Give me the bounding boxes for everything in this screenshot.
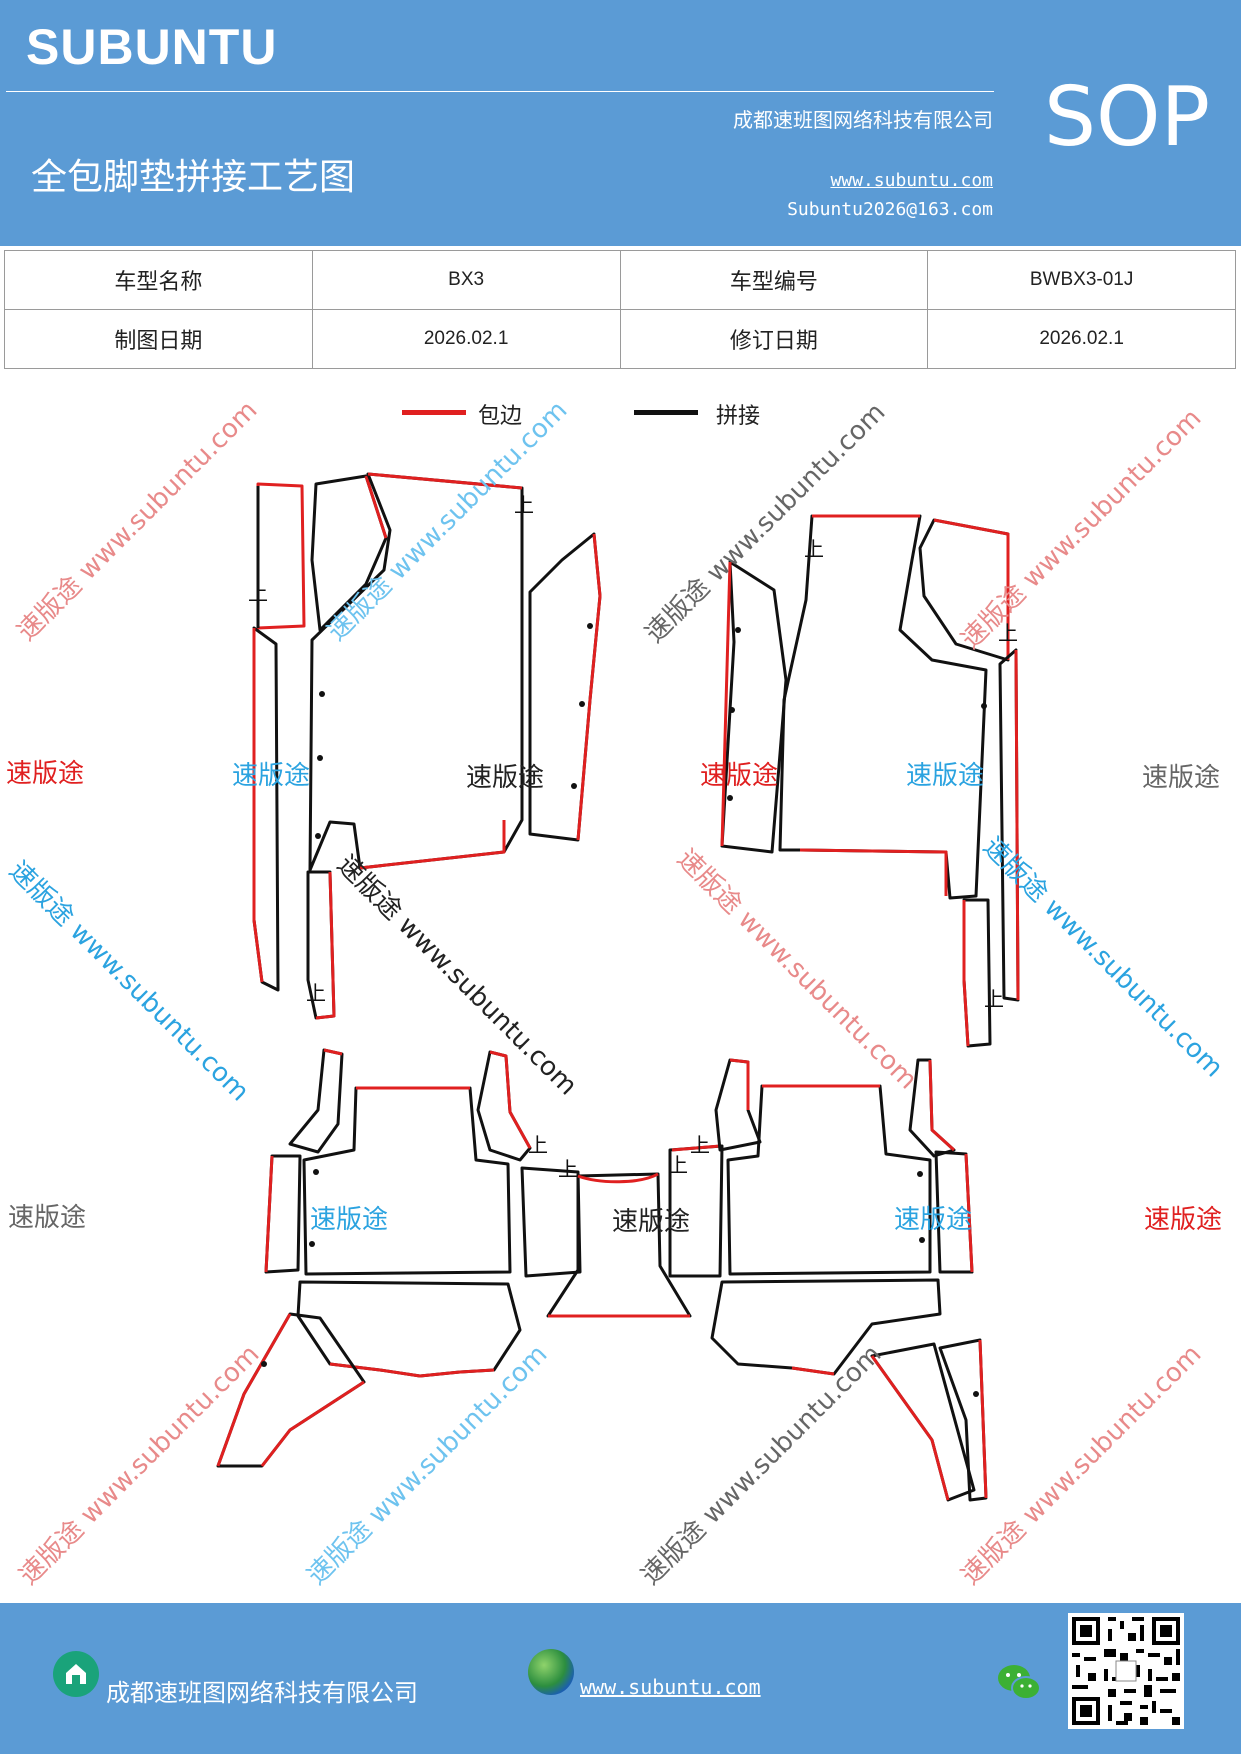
up-mark: 上	[528, 1133, 548, 1157]
mat-piece	[308, 472, 524, 872]
watermark-text: 速版途 www.subuntu.com	[322, 395, 574, 647]
up-mark: 上	[248, 581, 268, 605]
up-mark: 上	[804, 537, 824, 561]
watermark-text: 速版途 www.subuntu.com	[3, 856, 255, 1108]
watermark-text: 速版途 www.subuntu.com	[636, 1339, 888, 1590]
label-cell: 制图日期	[4, 309, 313, 369]
value-cell: BWBX3-01J	[927, 250, 1236, 310]
watermark-text: 速版途	[612, 1207, 690, 1237]
header-banner: SUBUNTU 成都速班图网络科技有限公司 全包脚垫拼接工艺图 www.subu…	[0, 0, 1241, 246]
sop-badge: SOP	[1044, 70, 1211, 165]
legend-swatch	[402, 410, 466, 415]
header-divider	[6, 91, 994, 92]
legend-swatch	[634, 410, 698, 415]
mat-piece	[710, 1278, 942, 1376]
legend-label: 包边	[478, 404, 523, 429]
up-mark: 上	[514, 493, 534, 517]
globe-icon	[528, 1649, 574, 1695]
watermark-text: 速版途 www.subuntu.com	[302, 1339, 554, 1590]
mat-piece	[528, 532, 602, 842]
company-name: 成都速班图网络科技有限公司	[733, 108, 993, 132]
table-row: 车型名称 BX3 车型编号 BWBX3-01J	[4, 250, 1236, 310]
mat-piece	[476, 1050, 532, 1162]
mat-piece	[288, 1048, 344, 1154]
logo: SUBUNTU	[26, 19, 278, 75]
watermark-text: 速版途 www.subuntu.com	[12, 395, 264, 647]
watermark-text: 速版途	[1144, 1205, 1222, 1235]
legend-label: 拼接	[716, 404, 761, 429]
mat-piece	[870, 1342, 976, 1502]
mat-piece	[216, 1312, 366, 1468]
watermark-diagonal-layer-2: 速版途 www.subuntu.com 速版途 www.subuntu.com …	[3, 832, 1229, 1108]
label-cell: 车型编号	[619, 250, 929, 310]
mat-piece	[726, 1084, 932, 1276]
up-mark: 上	[690, 1133, 710, 1157]
document-title: 全包脚垫拼接工艺图	[31, 157, 356, 198]
watermark-text: 速版途	[906, 761, 984, 791]
mat-piece	[520, 1166, 582, 1278]
watermark-text: 速版途	[894, 1205, 972, 1235]
watermark-text: 速版途 www.subuntu.com	[640, 397, 892, 649]
table-row: 制图日期 2026.02.1 修订日期 2026.02.1	[4, 309, 1236, 369]
value-cell: 2026.02.1	[927, 309, 1236, 369]
wechat-icon[interactable]	[996, 1661, 1042, 1703]
watermark-text: 速版途 www.subuntu.com	[331, 850, 583, 1102]
footer-website-link[interactable]: www.subuntu.com	[580, 1675, 761, 1699]
mat-piece	[296, 1280, 522, 1378]
watermark-text: 速版途	[1142, 763, 1220, 793]
up-mark: 上	[668, 1153, 688, 1177]
mat-piece	[938, 1338, 988, 1502]
up-mark: 上	[558, 1157, 578, 1181]
website-link[interactable]: www.subuntu.com	[830, 170, 993, 191]
watermark-text: 速版途	[700, 761, 778, 791]
up-mark: 上	[306, 981, 326, 1005]
value-cell: 2026.02.1	[311, 309, 621, 369]
footer-company-name: 成都速班图网络科技有限公司	[106, 1679, 418, 1707]
watermark-text: 速版途 www.subuntu.com	[671, 844, 923, 1096]
watermark-text: 速版途	[6, 759, 84, 789]
watermark-text: 速版途 www.subuntu.com	[956, 1339, 1208, 1590]
mat-piece	[256, 482, 306, 630]
home-icon	[53, 1651, 99, 1697]
vehicle-info-table: 车型名称 BX3 车型编号 BWBX3-01J 制图日期 2026.02.1 修…	[4, 250, 1236, 369]
label-cell: 车型名称	[4, 250, 313, 310]
email-address: Subuntu2026@163.com	[787, 199, 993, 220]
mat-piece	[302, 1086, 512, 1276]
up-mark: 上	[984, 987, 1004, 1011]
mat-piece	[720, 560, 788, 854]
watermark-text: 速版途 www.subuntu.com	[977, 832, 1229, 1084]
watermark-text: 速版途	[232, 761, 310, 791]
mat-piece	[714, 1058, 762, 1152]
mat-piece	[778, 514, 988, 900]
watermark-text: 速版途	[310, 1205, 388, 1235]
watermark-text: 速版途	[466, 763, 544, 793]
value-cell: BX3	[311, 250, 621, 310]
watermark-diagonal-layer: 速版途 www.subuntu.com 速版途 www.subuntu.com …	[12, 395, 1208, 1590]
watermark-layer: 速版途 速版途 速版途 速版途 速版途 速版途 速版途 速版途 速版途 速版途 …	[6, 759, 1222, 1237]
label-cell: 修订日期	[619, 309, 929, 369]
up-mark: 上	[998, 621, 1018, 645]
footer-banner: 成都速班图网络科技有限公司 www.subuntu.com	[0, 1603, 1241, 1754]
watermark-text: 速版途	[8, 1203, 86, 1233]
watermark-text: 速版途 www.subuntu.com	[956, 403, 1208, 655]
qr-code	[1068, 1613, 1184, 1729]
rivet-dots	[261, 623, 987, 1397]
mat-splicing-diagram: 上 上 上 上 上 上 上 上 上 上 速版途 速版途 速版途 速版途 速版途 …	[3, 395, 1229, 1590]
mat-piece	[252, 626, 280, 992]
